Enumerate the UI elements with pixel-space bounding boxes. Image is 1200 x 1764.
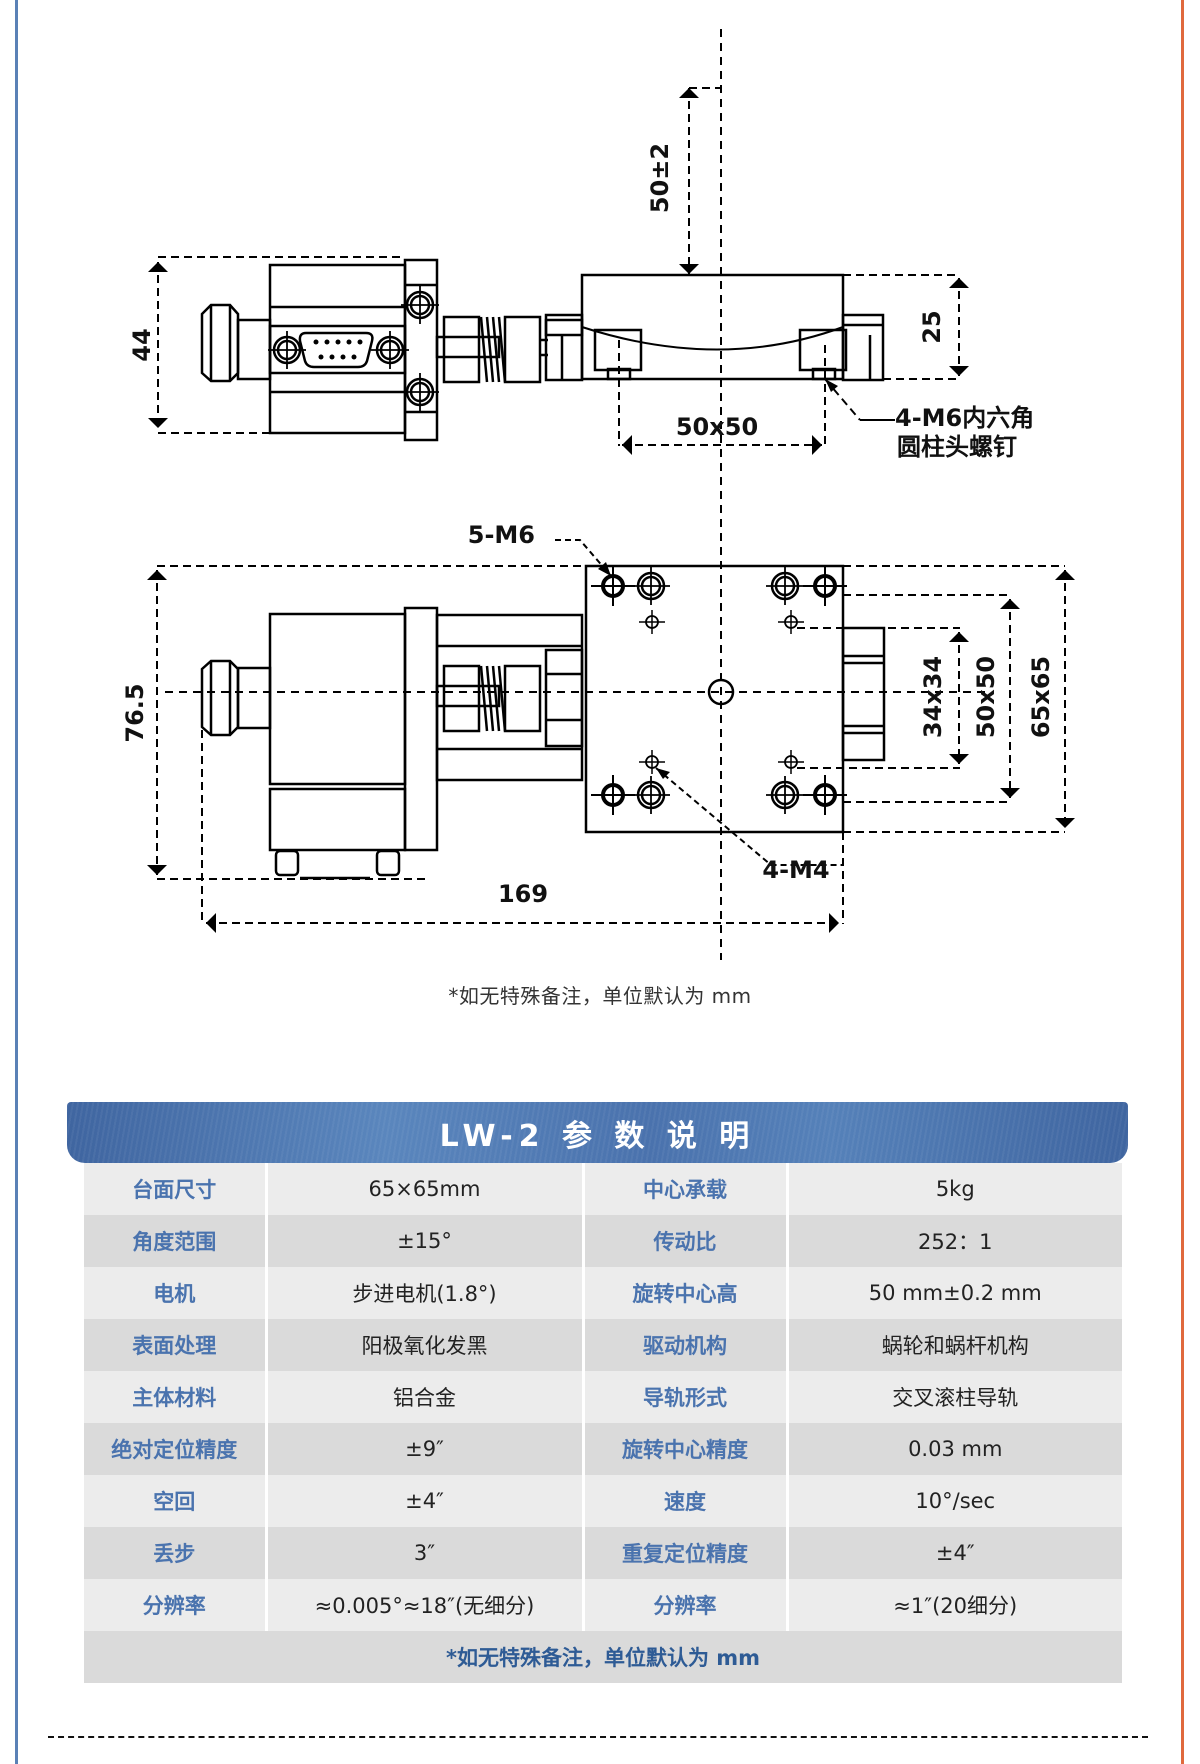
spec-value: 0.03 mm bbox=[785, 1423, 1122, 1475]
spec-value: ±9″ bbox=[264, 1423, 583, 1475]
right-border-line bbox=[1181, 0, 1184, 1764]
spec-key: 绝对定位精度 bbox=[84, 1423, 266, 1475]
spec-key: 重复定位精度 bbox=[581, 1527, 787, 1579]
svg-text:50±2: 50±2 bbox=[646, 143, 674, 213]
spec-value: 65×65mm bbox=[264, 1163, 583, 1215]
spec-key: 旋转中心精度 bbox=[581, 1423, 787, 1475]
callout-4-m4: 4-M4 bbox=[762, 856, 829, 884]
spec-key: 中心承载 bbox=[581, 1163, 787, 1215]
spec-key: 导轨形式 bbox=[581, 1371, 787, 1423]
spec-key: 表面处理 bbox=[84, 1319, 266, 1371]
spec-value: 步进电机(1.8°) bbox=[264, 1267, 583, 1319]
dim-25-label: 25 bbox=[918, 310, 946, 343]
spec-key: 丢步 bbox=[84, 1527, 266, 1579]
spec-value: 3″ bbox=[264, 1527, 583, 1579]
spec-row: 主体材料铝合金导轨形式交叉滚柱导轨 bbox=[84, 1371, 1122, 1423]
dim-44-label: 44 bbox=[128, 328, 156, 361]
spec-footer-note: *如无特殊备注，单位默认为 mm bbox=[84, 1631, 1122, 1683]
spec-key: 角度范围 bbox=[84, 1215, 266, 1267]
spec-key: 旋转中心高 bbox=[581, 1267, 787, 1319]
spec-value: ±4″ bbox=[264, 1475, 583, 1527]
spec-value: 50 mm±0.2 mm bbox=[785, 1267, 1122, 1319]
spec-key: 台面尺寸 bbox=[84, 1163, 266, 1215]
leader-arrow bbox=[825, 379, 838, 392]
spec-key: 主体材料 bbox=[84, 1371, 266, 1423]
section-divider bbox=[48, 1736, 1148, 1738]
db9-connector-icon bbox=[298, 331, 374, 369]
center-hole bbox=[707, 678, 735, 706]
spec-value: ±15° bbox=[264, 1215, 583, 1267]
dim-169-label: 169 bbox=[498, 880, 548, 908]
dim-50x50-side bbox=[618, 340, 861, 455]
spec-key: 驱动机构 bbox=[581, 1319, 787, 1371]
spec-value: 交叉滚柱导轨 bbox=[785, 1371, 1122, 1423]
spec-footer-row: *如无特殊备注，单位默认为 mm bbox=[84, 1631, 1122, 1683]
spec-table-header: LW-2 参 数 说 明 bbox=[67, 1102, 1128, 1163]
spec-value: ≈0.005°≈18″(无细分) bbox=[264, 1579, 583, 1631]
rotary-stage-body bbox=[580, 273, 845, 381]
spec-value: ±4″ bbox=[785, 1527, 1122, 1579]
knob bbox=[200, 303, 240, 383]
spec-value: 阳极氧化发黑 bbox=[264, 1319, 583, 1371]
spec-key: 分辨率 bbox=[84, 1579, 266, 1631]
dim-76-5-label: 76.5 bbox=[121, 683, 149, 742]
db9-pins bbox=[313, 339, 363, 360]
spec-value: 252：1 bbox=[785, 1215, 1122, 1267]
spec-key: 传动比 bbox=[581, 1215, 787, 1267]
technical-drawing: 44 50±2 25 50x50 4-M6内六角 圆柱头螺钉 bbox=[121, 29, 1075, 960]
spec-key: 速度 bbox=[581, 1475, 787, 1527]
left-border-line bbox=[15, 0, 18, 1764]
motor-body bbox=[268, 263, 407, 435]
screw-callout-line2: 圆柱头螺钉 bbox=[897, 433, 1017, 461]
unit-note: *如无特殊备注，单位默认为 mm bbox=[448, 984, 752, 1008]
spec-row: 分辨率≈0.005°≈18″(无细分)分辨率≈1″(20细分) bbox=[84, 1579, 1122, 1631]
spec-table-title: LW-2 参 数 说 明 bbox=[439, 1118, 756, 1154]
spec-key: 电机 bbox=[84, 1267, 266, 1319]
dim-25 bbox=[843, 274, 969, 380]
dim-44 bbox=[148, 256, 405, 434]
spec-value: 10°/sec bbox=[785, 1475, 1122, 1527]
spec-row: 表面处理阳极氧化发黑驱动机构蜗轮和蜗杆机构 bbox=[84, 1319, 1122, 1371]
spec-value: ≈1″(20细分) bbox=[785, 1579, 1122, 1631]
plan-view bbox=[200, 564, 886, 880]
dim-50x50-plan-label: 50x50 bbox=[972, 656, 1000, 738]
spec-key: 空回 bbox=[84, 1475, 266, 1527]
dim-50-2 bbox=[679, 87, 721, 274]
dim-65x65-label: 65x65 bbox=[1027, 656, 1055, 738]
screw-callout-line1: 4-M6内六角 bbox=[895, 404, 1034, 432]
dim-34x34-label: 34x34 bbox=[919, 656, 947, 738]
dim-50x50-side-label: 50x50 bbox=[676, 413, 758, 441]
callout-5-m6: 5-M6 bbox=[468, 521, 535, 549]
spec-value: 蜗轮和蜗杆机构 bbox=[785, 1319, 1122, 1371]
spec-key: 分辨率 bbox=[581, 1579, 787, 1631]
spec-value: 铝合金 bbox=[264, 1371, 583, 1423]
spec-value: 5kg bbox=[785, 1163, 1122, 1215]
